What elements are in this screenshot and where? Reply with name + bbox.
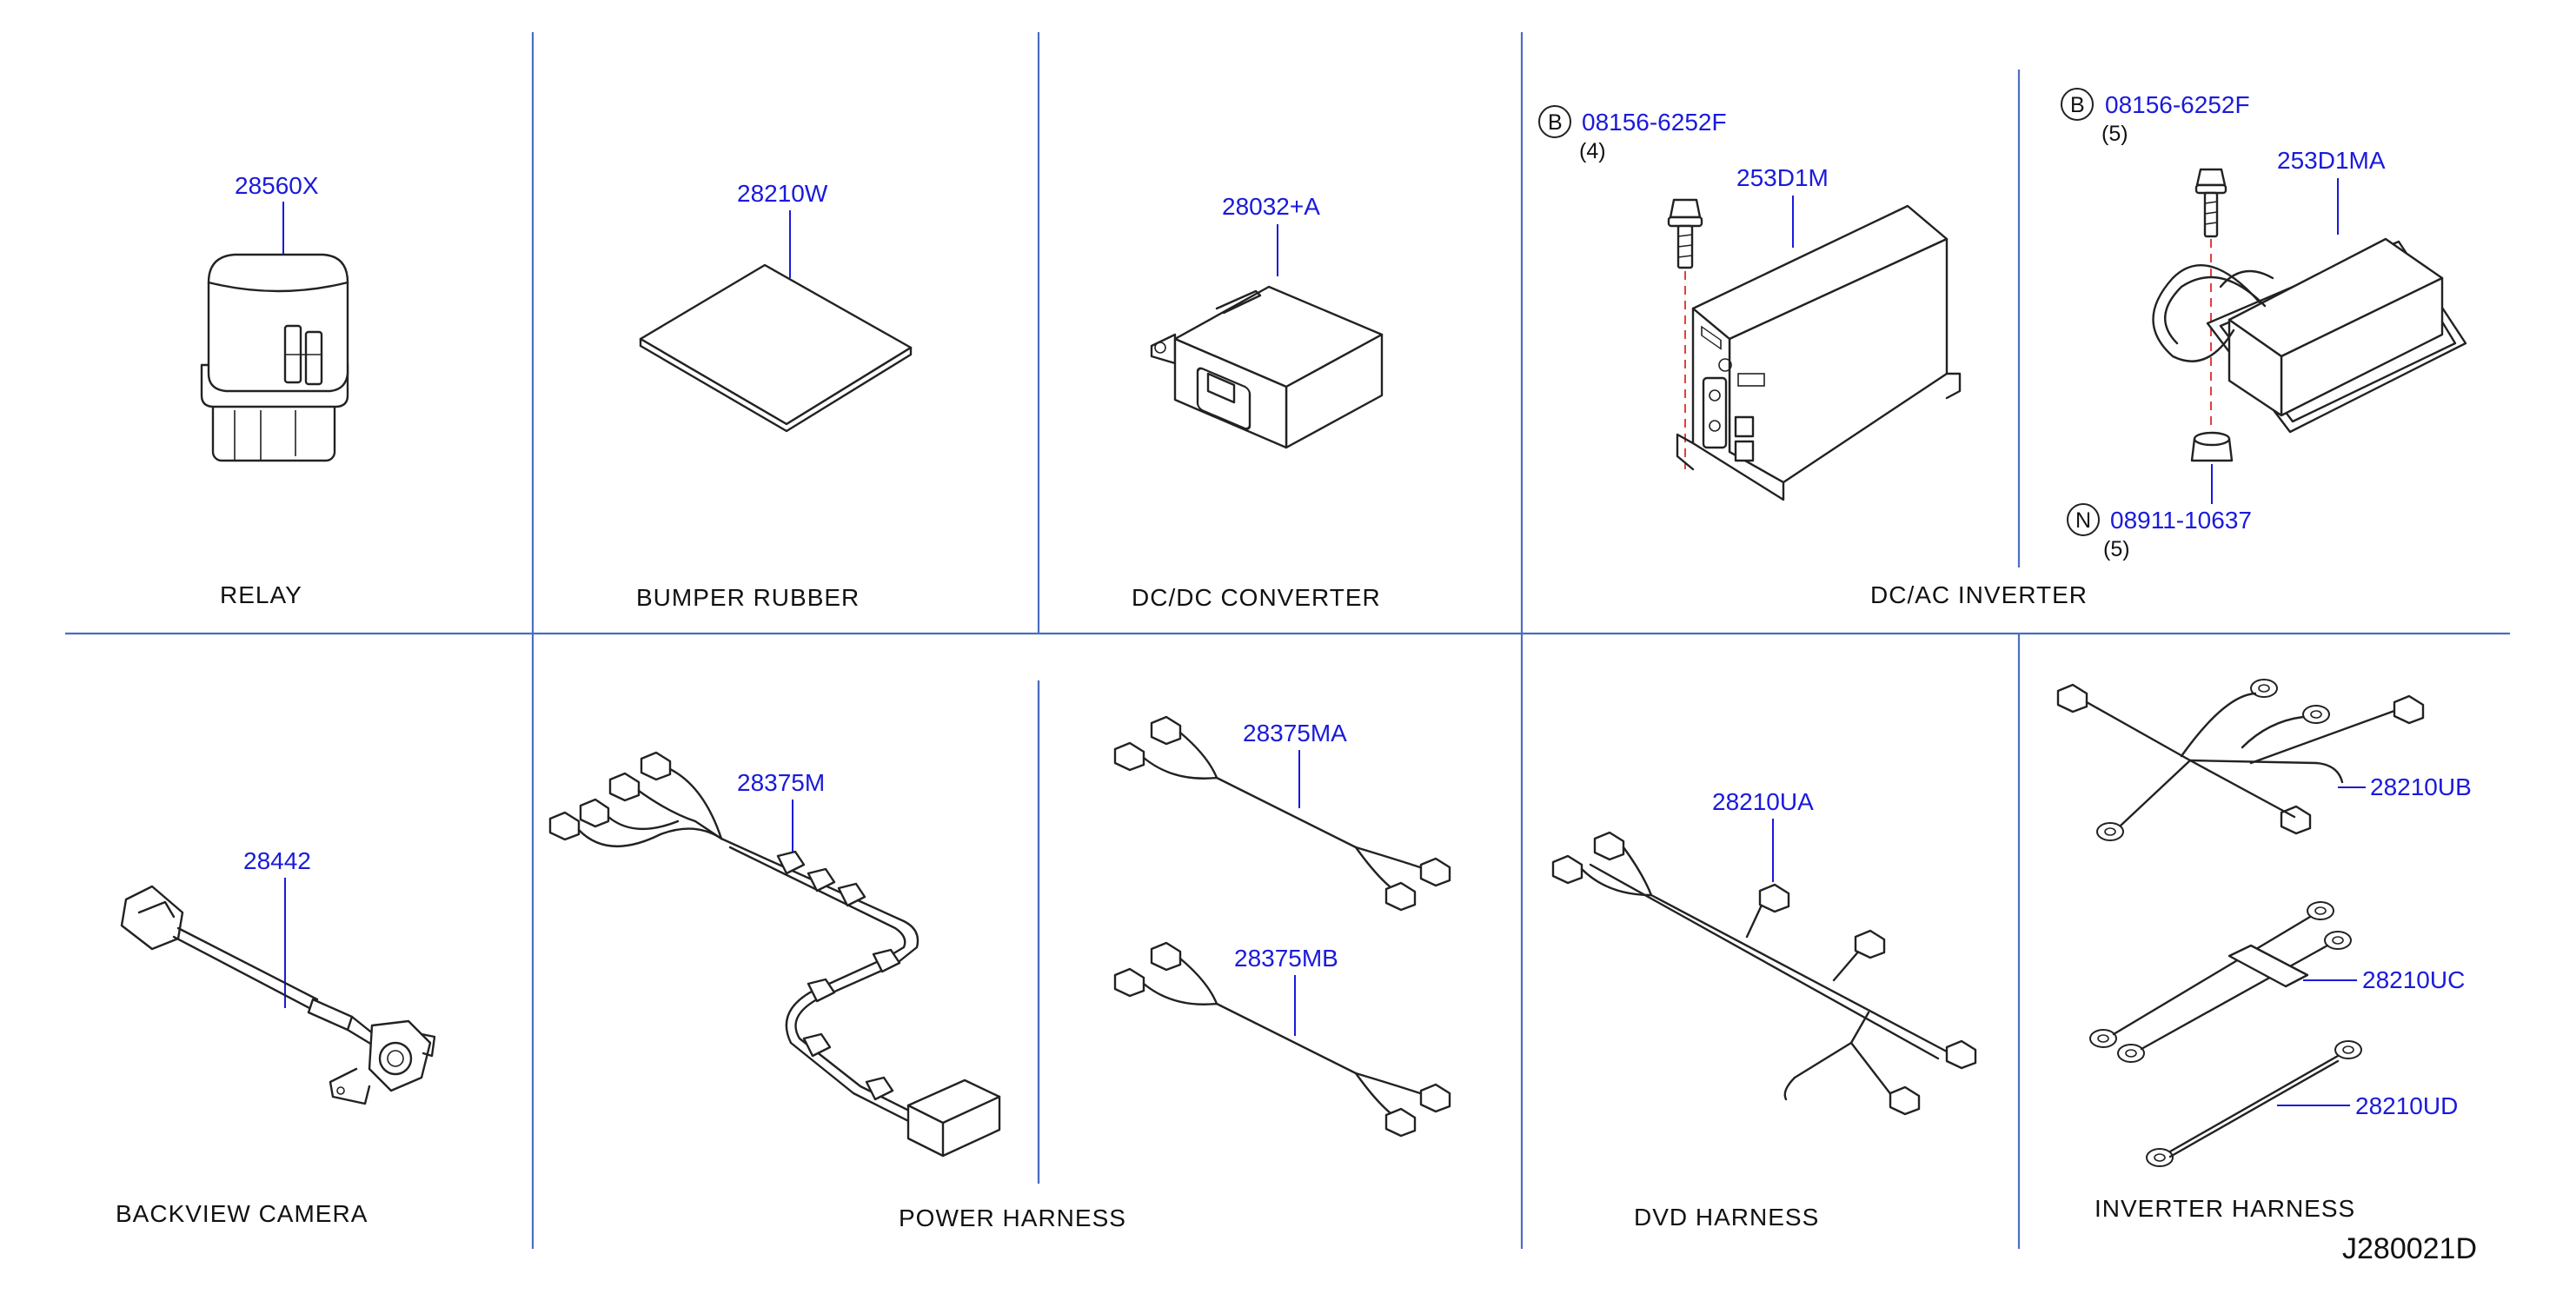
inverter-left-bolt-qty: (4) [1579, 139, 1606, 163]
inverter-harness-c-illustration [2089, 901, 2352, 1063]
power-harness-main-part-number[interactable]: 28375M [737, 769, 825, 796]
inverter-right-unit-part-number[interactable]: 253D1MA [2277, 147, 2386, 174]
power-harness-main-illustration [548, 751, 1001, 1158]
dcdc-converter-part-number[interactable]: 28032+A [1222, 193, 1320, 220]
relay-section: 28560X RELAY [200, 172, 349, 608]
inverter-harness-d-part-number[interactable]: 28210UD [2355, 1092, 2458, 1119]
backview-camera-illustration [120, 885, 436, 1105]
relay-part-number[interactable]: 28560X [235, 172, 319, 199]
diagram-id: J280021D [2342, 1232, 2477, 1265]
inverter-right-nut-qty: (5) [2103, 537, 2130, 561]
inverter-left-unit-illustration [1676, 204, 1962, 501]
dcac-inverter-section: B 08156-6252F (4) 253D1M [1538, 88, 2467, 608]
dvd-harness-section: 28210UA DVD HARNESS [1551, 788, 1977, 1231]
power-harness-b-illustration [1113, 941, 1451, 1138]
bumper-rubber-caption: BUMPER RUBBER [636, 584, 860, 611]
inverter-left-bolt-marker: B [1548, 110, 1563, 135]
power-harness-a-part-number[interactable]: 28375MA [1243, 720, 1347, 747]
inverter-right-bolt-illustration [2190, 168, 2234, 504]
bumper-rubber-part-number[interactable]: 28210W [737, 180, 828, 207]
power-harness-section: 28375M 28375MA [548, 680, 1451, 1231]
dcac-inverter-caption: DC/AC INVERTER [1870, 581, 2088, 608]
inverter-right-nut-part-number[interactable]: 08911-10637 [2110, 507, 2252, 534]
inverter-harness-d-illustration [2146, 1040, 2362, 1167]
inverter-harness-c-part-number[interactable]: 28210UC [2362, 966, 2465, 993]
inverter-right-unit-illustration [2152, 237, 2467, 434]
inverter-right-bolt-qty: (5) [2101, 122, 2128, 146]
backview-camera-section: 28442 BACKVIEW CAMERA [116, 847, 436, 1227]
relay-illustration [200, 253, 349, 462]
dvd-harness-illustration [1551, 831, 1977, 1116]
inverter-harness-caption: INVERTER HARNESS [2095, 1195, 2355, 1222]
power-harness-b-part-number[interactable]: 28375MB [1234, 945, 1338, 972]
grid-dividers [65, 32, 2510, 1249]
power-harness-caption: POWER HARNESS [899, 1204, 1126, 1231]
inverter-left-unit-part-number[interactable]: 253D1M [1736, 164, 1829, 191]
dcdc-converter-illustration [1150, 285, 1384, 449]
dvd-harness-part-number[interactable]: 28210UA [1712, 788, 1814, 815]
dcdc-converter-caption: DC/DC CONVERTER [1132, 584, 1381, 611]
inverter-right-bolt-marker: B [2070, 93, 2085, 117]
inverter-left-bolt-illustration [1667, 198, 1703, 469]
inverter-right-nut-marker: N [2075, 508, 2091, 533]
dvd-harness-caption: DVD HARNESS [1634, 1204, 1819, 1231]
inverter-harness-b-illustration [2056, 679, 2425, 841]
inverter-harness-section: 28210UB 28210UC [2056, 679, 2472, 1222]
dcdc-converter-section: 28032+A DC/DC CONVERTER [1132, 193, 1384, 611]
bumper-rubber-illustration [639, 263, 913, 433]
inverter-right-bolt-part-number[interactable]: 08156-6252F [2105, 91, 2250, 118]
inverter-left-bolt-part-number[interactable]: 08156-6252F [1582, 109, 1727, 136]
relay-caption: RELAY [220, 581, 302, 608]
power-harness-a-illustration [1113, 715, 1451, 912]
inverter-harness-b-part-number[interactable]: 28210UB [2370, 773, 2472, 800]
backview-camera-part-number[interactable]: 28442 [243, 847, 311, 874]
backview-camera-caption: BACKVIEW CAMERA [116, 1200, 368, 1227]
bumper-rubber-section: 28210W BUMPER RUBBER [636, 180, 913, 611]
